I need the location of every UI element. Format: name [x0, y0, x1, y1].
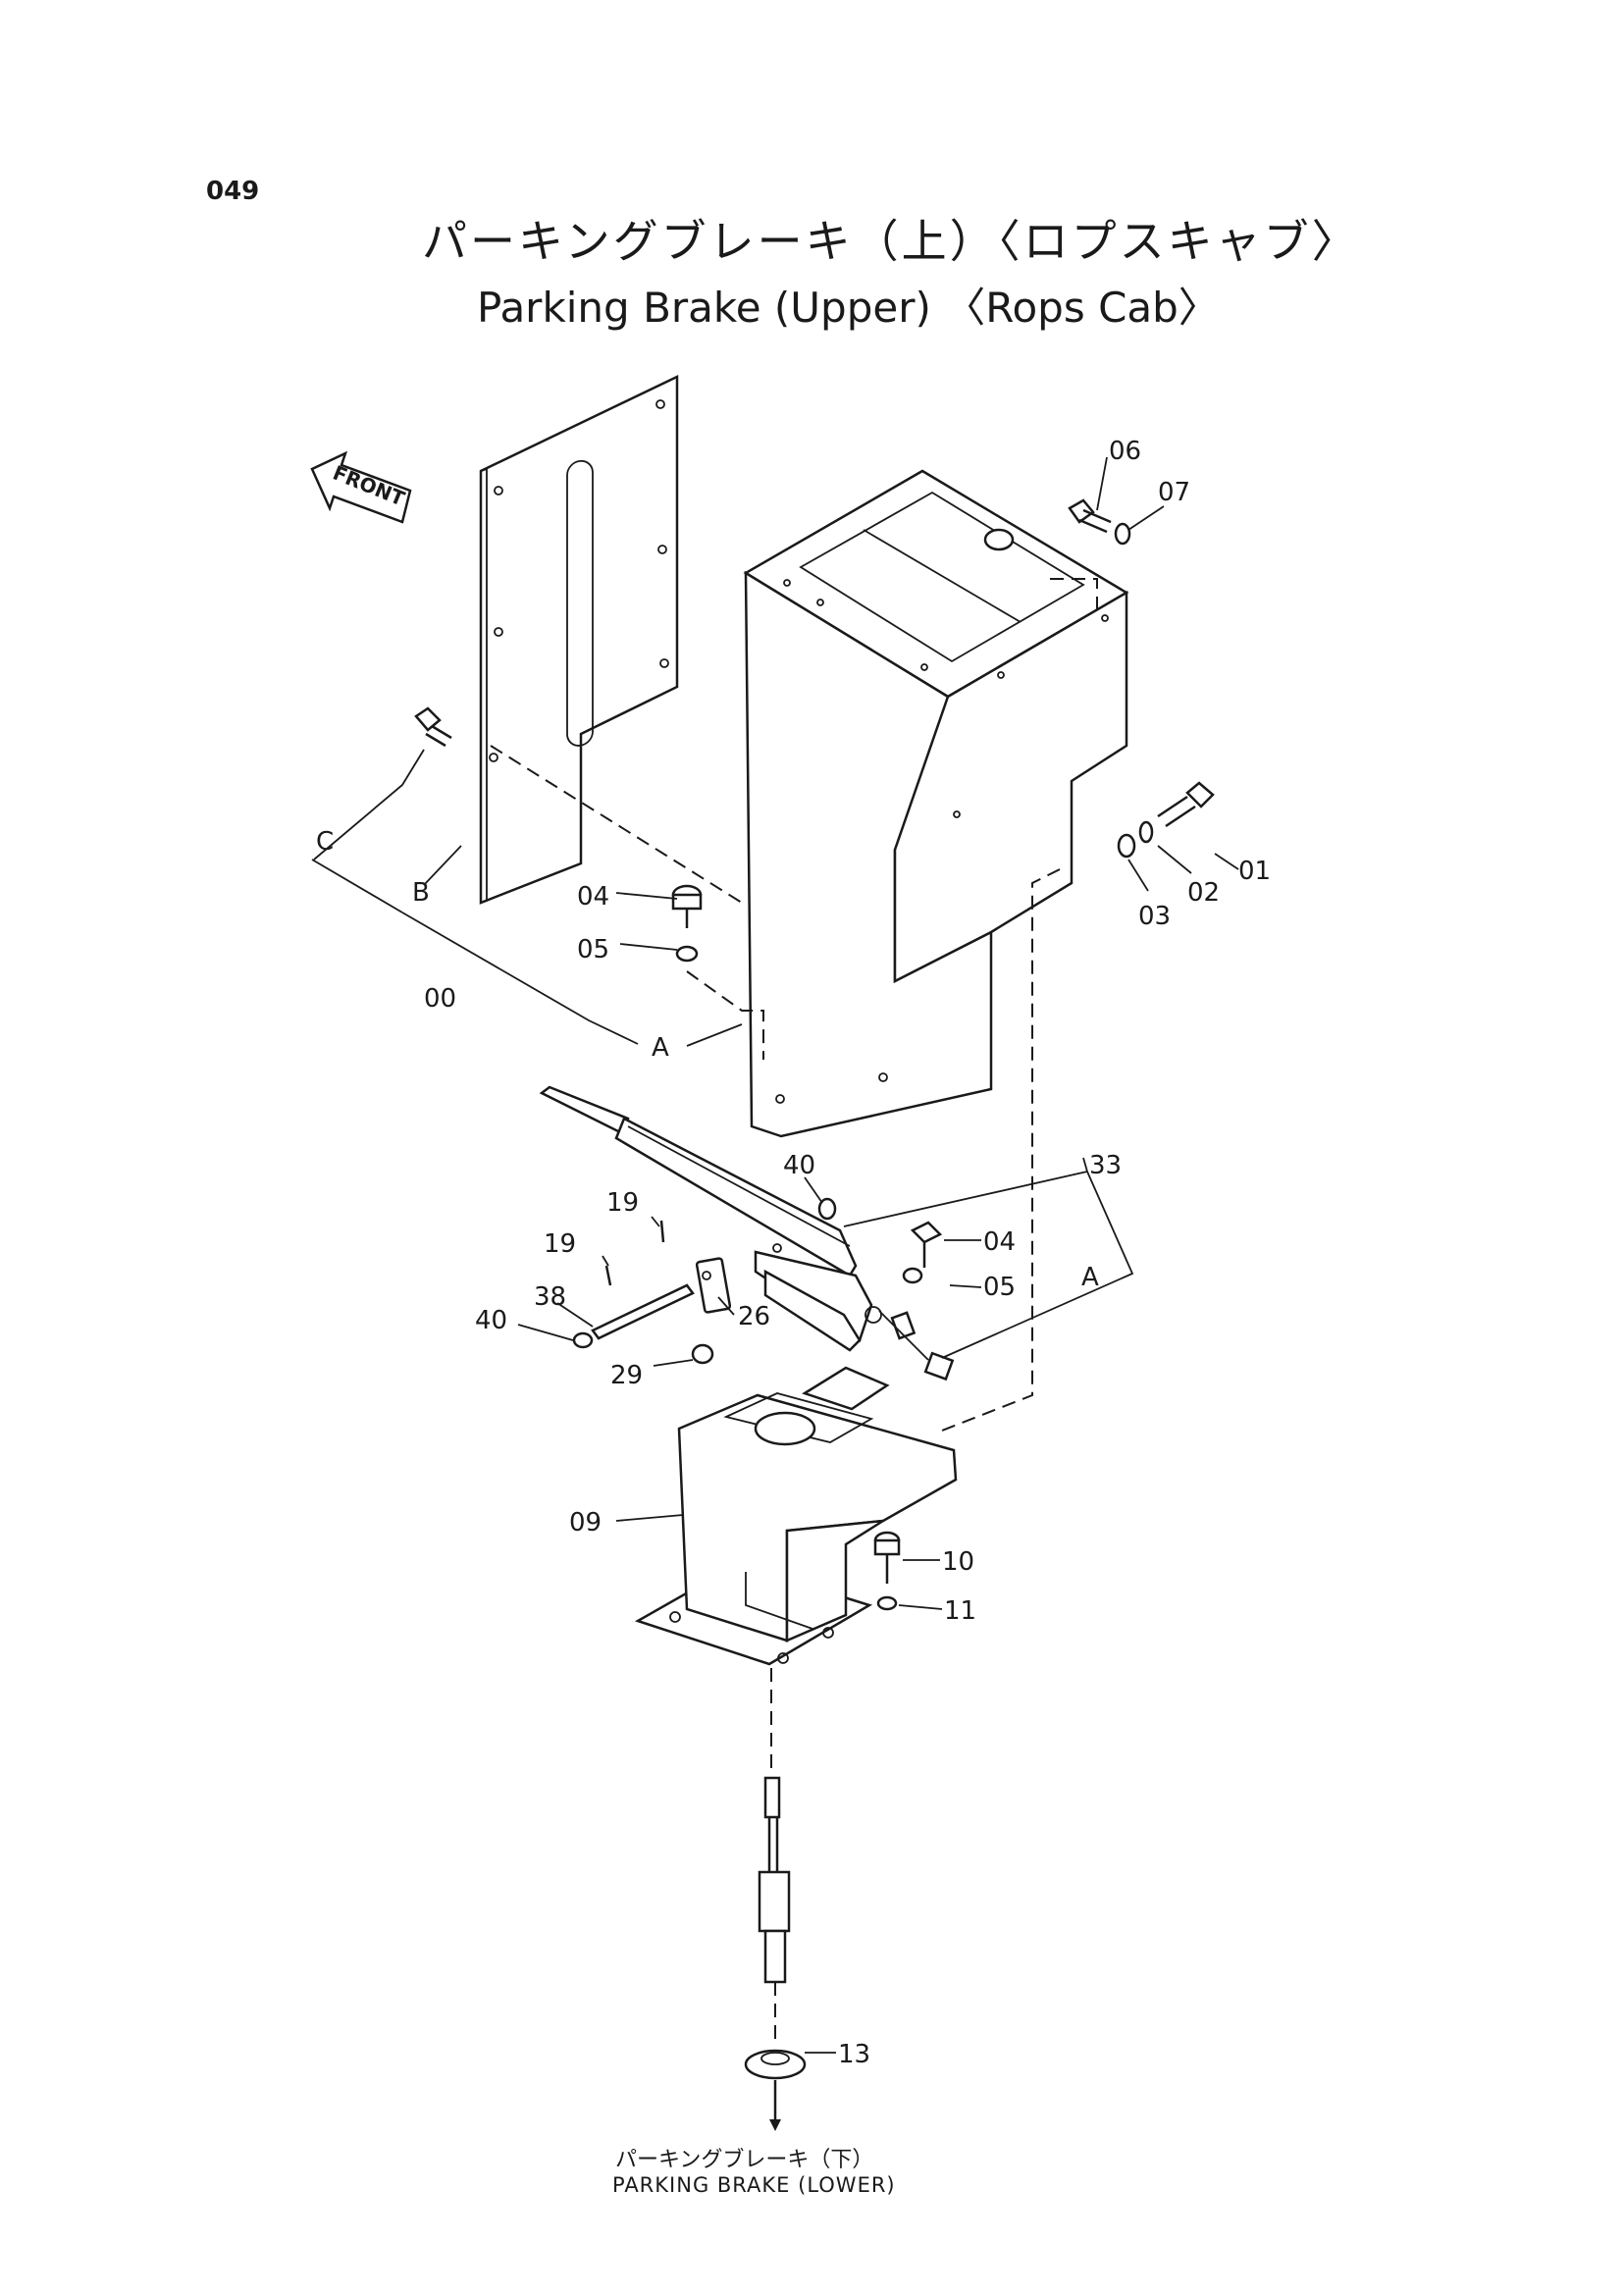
callout-04-top: 04 — [577, 882, 609, 912]
callout-06: 06 — [1109, 437, 1141, 466]
callout-A-1: A — [652, 1033, 669, 1063]
callout-40-a: 40 — [475, 1306, 507, 1335]
title-japanese: パーキングブレーキ（上）〈ロプスキャブ〉 — [422, 215, 1360, 268]
footer-english: PARKING BRAKE (LOWER) — [612, 2173, 896, 2197]
callout-33: 33 — [1089, 1151, 1122, 1180]
callout-40-b: 40 — [783, 1151, 815, 1180]
washer-05-top-icon — [675, 945, 699, 963]
page-number: 049 — [206, 177, 260, 206]
callout-05-mid: 05 — [983, 1273, 1016, 1302]
bolt-10-icon — [873, 1531, 901, 1584]
callout-26: 26 — [738, 1302, 770, 1331]
callout-C: C — [316, 827, 334, 857]
washer-03-icon — [1117, 833, 1136, 859]
callout-04-mid: 04 — [983, 1227, 1016, 1257]
callout-B: B — [412, 878, 430, 908]
callout-38: 38 — [534, 1282, 566, 1312]
lever-bracket — [634, 1366, 958, 1666]
lever-switch — [878, 1310, 955, 1382]
brake-cable — [758, 1776, 791, 1984]
callout-05-top: 05 — [577, 935, 609, 965]
callout-07: 07 — [1158, 478, 1190, 507]
washer-40-left-icon — [572, 1331, 594, 1349]
callout-29: 29 — [610, 1361, 643, 1390]
callout-19-b: 19 — [606, 1188, 639, 1218]
pin-38-icon — [591, 1283, 695, 1340]
callout-03: 03 — [1138, 902, 1171, 931]
title-english: Parking Brake (Upper) 〈Rops Cab〉 — [477, 284, 1220, 332]
washer-11-icon — [876, 1595, 898, 1611]
callout-A-2: A — [1081, 1263, 1099, 1292]
washer-02-icon — [1138, 820, 1154, 844]
cotter-pin-19b-icon — [659, 1220, 665, 1243]
callout-11: 11 — [944, 1596, 976, 1626]
front-arrow-icon: FRONT — [310, 450, 412, 524]
bolt-00-icon — [414, 706, 452, 748]
callout-01: 01 — [1238, 857, 1271, 886]
bolt-04-mid-icon — [910, 1221, 943, 1268]
side-panel-plate — [479, 375, 679, 905]
washer-40-top-icon — [817, 1197, 837, 1221]
bolt-04-top-icon — [671, 884, 703, 928]
callout-00: 00 — [424, 984, 456, 1014]
callout-10: 10 — [942, 1547, 974, 1577]
cotter-pin-19a-icon — [604, 1265, 612, 1286]
washer-05-mid-icon — [902, 1267, 923, 1284]
callout-13: 13 — [838, 2040, 870, 2069]
callout-09: 09 — [569, 1508, 602, 1538]
callout-02: 02 — [1187, 878, 1220, 908]
clevis-26-icon — [695, 1257, 732, 1314]
console-cover — [743, 469, 1129, 1138]
bolt-01-icon — [1157, 781, 1215, 828]
brake-lever — [539, 1085, 882, 1352]
callout-19-a: 19 — [544, 1229, 576, 1259]
grommet-13-icon — [744, 2049, 807, 2080]
washer-07-icon — [1114, 522, 1131, 546]
nut-29-icon — [691, 1343, 714, 1365]
bolt-06-icon — [1068, 498, 1112, 534]
footer-japanese: パーキングブレーキ（下） — [615, 2148, 874, 2172]
